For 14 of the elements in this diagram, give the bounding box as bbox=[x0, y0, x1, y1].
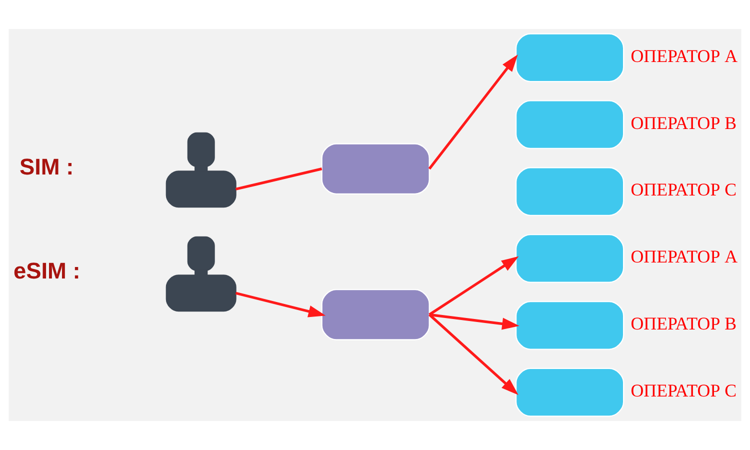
arrow bbox=[429, 313, 520, 330]
node-label: ОПЕРАТОР B bbox=[630, 314, 737, 334]
node-label: ОПЕРАТОР B bbox=[630, 112, 737, 133]
arrow bbox=[428, 256, 519, 316]
connector bbox=[235, 168, 322, 190]
label: SIM : bbox=[19, 153, 74, 180]
arrow bbox=[428, 54, 518, 170]
node-label: ОПЕРАТОР A bbox=[630, 46, 738, 66]
arrow bbox=[428, 314, 518, 395]
node-label: ОПЕРАТОР C bbox=[630, 180, 737, 200]
node-label: ОПЕРАТОР A bbox=[630, 246, 738, 267]
node-label: ОПЕРАТОР C bbox=[630, 380, 737, 400]
arrow bbox=[235, 292, 326, 318]
label: eSIM : bbox=[13, 257, 80, 284]
